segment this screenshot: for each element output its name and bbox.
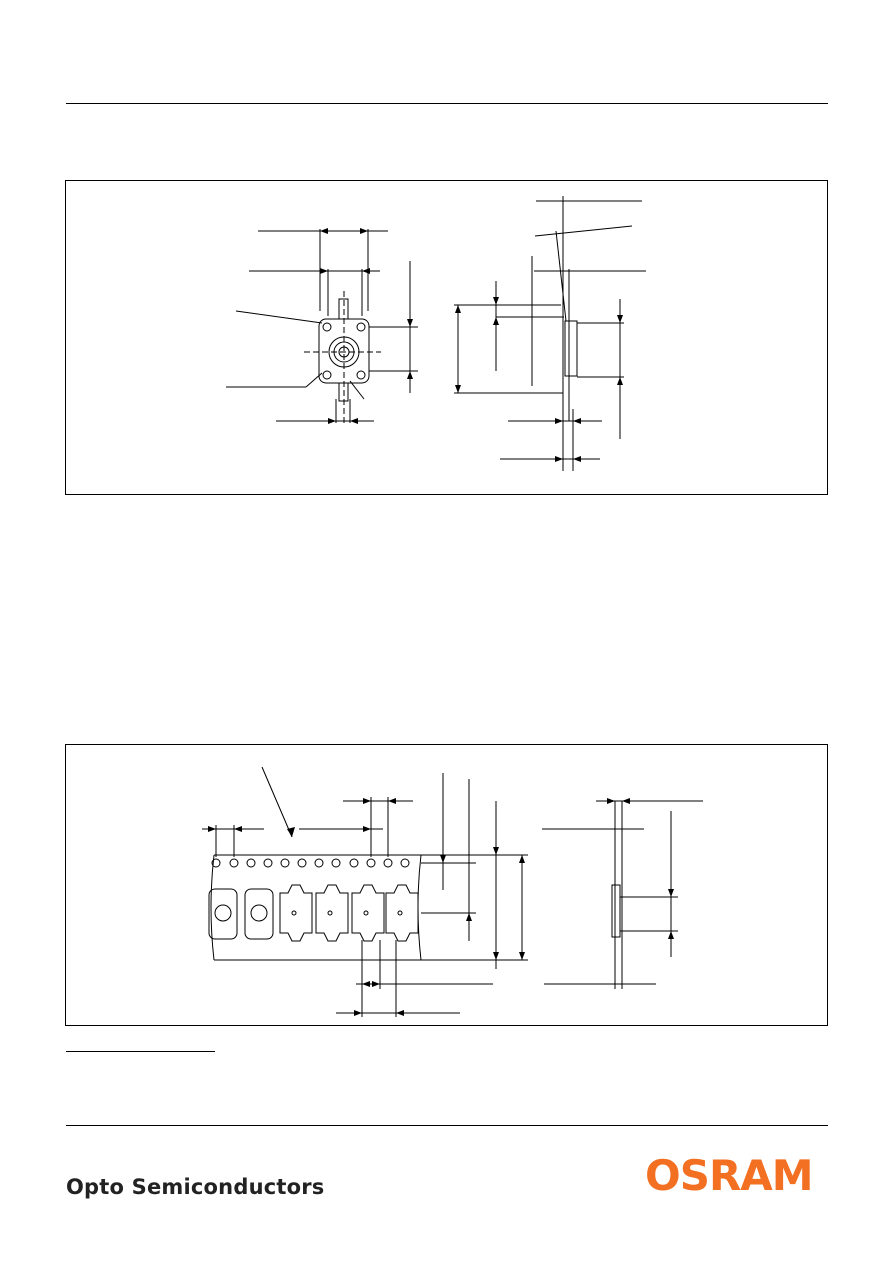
leader-arrow: [261, 766, 293, 838]
footer-rule: [66, 1125, 828, 1126]
package-outline-drawing: [65, 180, 828, 495]
osram-logo: OSRAM: [645, 1151, 814, 1200]
package-outline-svg: [226, 196, 646, 471]
side-body: [564, 320, 578, 377]
company-name: Opto Semiconductors: [66, 1175, 325, 1199]
tape-edges: [214, 854, 421, 961]
header-rule: [66, 103, 828, 104]
tape-drawing-svg: [202, 766, 703, 1017]
tape-pockets: [208, 884, 419, 942]
sprocket-holes: [211, 858, 410, 868]
tape-drawing: [65, 744, 828, 1026]
footnote-rule: [66, 1051, 215, 1052]
